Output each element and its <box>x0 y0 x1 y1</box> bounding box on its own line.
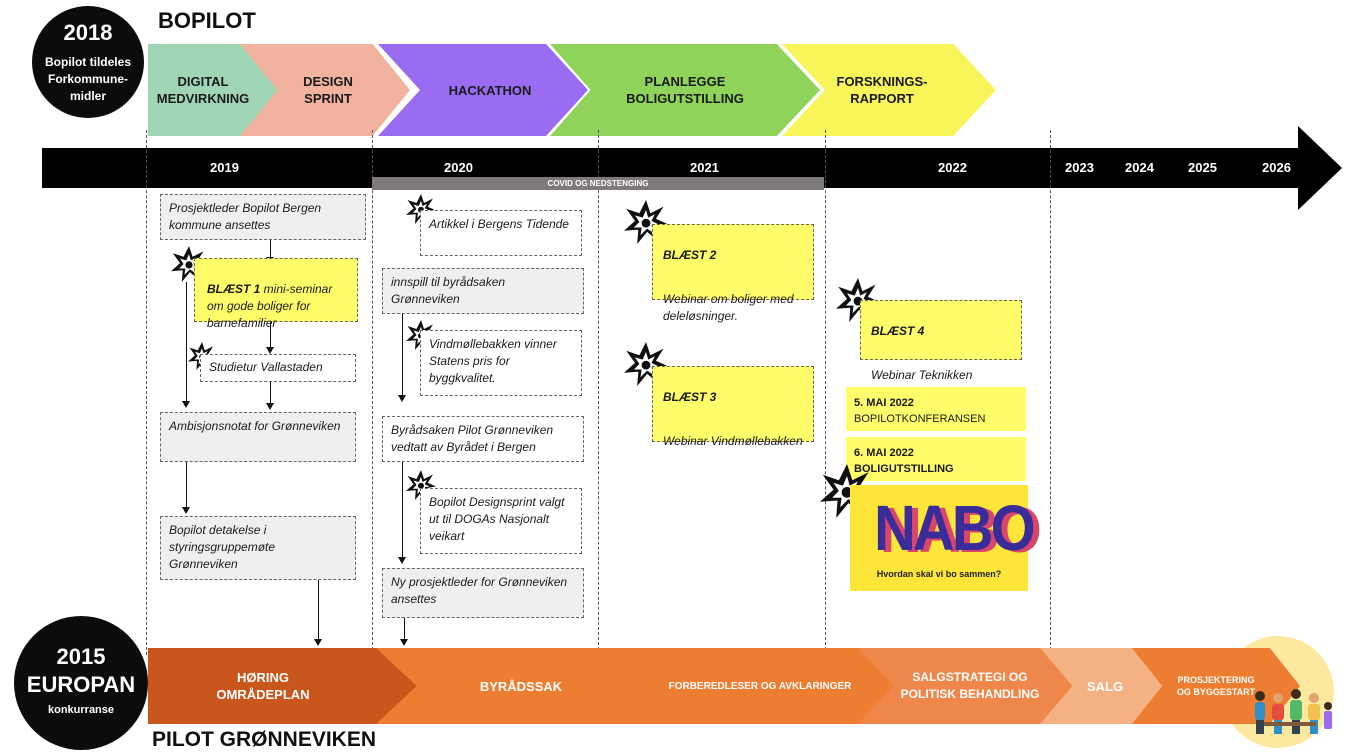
flow-arrow <box>182 282 190 408</box>
phase-label: SALG <box>1086 678 1124 694</box>
event-blaest-3: BLÆST 3 Webinar Vindmøllebakken <box>652 366 814 448</box>
pilot-gronneviken-title: PILOT GRØNNEVIKEN <box>152 728 377 751</box>
people-illustration-icon <box>1255 689 1332 734</box>
nabo-poster: NABO Hvordan skal vi bo sammen? <box>850 485 1036 591</box>
covid-label: COVID OG NEDSTENGING <box>547 179 649 188</box>
flow-arrow <box>398 462 406 564</box>
event-date: 5. MAI 2022 <box>854 397 914 409</box>
circle-text: Bopilot tildeles Forkommune-midler <box>44 55 131 103</box>
divider-2019 <box>146 130 147 655</box>
blast-text: Webinar Vindmøllebakken <box>663 434 803 448</box>
blast-title: BLÆST 3 <box>663 390 717 404</box>
flow-arrow <box>398 314 406 402</box>
event-blaest-1: BLÆST 1 mini-seminar om gode boliger for… <box>194 258 358 330</box>
circle-sub: konkurranse <box>47 704 115 716</box>
blast-text: Webinar Teknikken <box>871 368 973 382</box>
phase-label: DESIGN SPRINT <box>303 74 353 106</box>
event-bopilotkonferansen: 5. MAI 2022 BOPILOTKONFERANSEN <box>846 387 1026 431</box>
flow-arrow <box>314 580 322 646</box>
phase-label: FORSKNINGS- RAPPORT <box>836 74 928 106</box>
phase-label: HACKATHON <box>448 82 532 98</box>
year-label: 2025 <box>1188 160 1217 175</box>
event-artikkel-bt: Artikkel i Bergens Tidende <box>420 210 582 256</box>
event-byradsaken-vedtatt: Byrådsaken Pilot Grønneviken vedtatt av … <box>382 416 584 462</box>
event-vindmollebakken-pris: Vindmøllebakken vinner Statens pris for … <box>420 330 582 396</box>
phase-label: PROSJEKTERING OG BYGGESTART <box>1176 675 1256 697</box>
divider-2023 <box>1050 130 1051 655</box>
covid-band: COVID OG NEDSTENGING <box>372 177 824 190</box>
event-ny-prosjektleder: Ny prosjektleder for Grønneviken ansette… <box>382 568 584 618</box>
year-label: 2022 <box>938 160 967 175</box>
nabo-logo: NABO <box>874 492 1036 565</box>
divider-2020 <box>372 130 373 655</box>
event-blaest-4: BLÆST 4 Webinar Teknikken <box>860 300 1022 382</box>
phase-forberedelser: FORBEREDLESER OG AVKLARINGER <box>622 648 898 724</box>
event-innspill-byradsaken: innspill til byrådsaken Grønneviken <box>382 268 584 314</box>
event-studietur: Studietur Vallastaden <box>200 354 356 382</box>
circle-year: 2015 <box>56 644 106 669</box>
blast-title: BLÆST 1 <box>207 282 261 296</box>
timeline-arrowhead <box>1298 126 1342 210</box>
event-ambisjonsnotat: Ambisjonsnotat for Grønneviken <box>160 412 356 462</box>
year-label: 2021 <box>690 160 719 175</box>
nabo-tagline: Hvordan skal vi bo sammen? <box>876 569 1002 579</box>
phase-byradssak: BYRÅDSSAK <box>376 648 666 724</box>
blast-title: BLÆST 2 <box>663 248 717 262</box>
event-name: BOLIGUTSTILLING <box>854 463 954 475</box>
flow-arrow <box>266 382 274 410</box>
bopilot-title: BOPILOT <box>158 8 256 33</box>
flow-arrow <box>266 240 274 264</box>
year-label: 2023 <box>1065 160 1094 175</box>
phase-label: HØRING OMRÅDEPLAN <box>216 670 310 702</box>
flow-arrow <box>182 462 190 514</box>
year-label: 2019 <box>210 160 239 175</box>
divider-2021 <box>598 130 599 655</box>
phase-label: DIGITAL MEDVIRKNING <box>156 74 250 106</box>
year-label: 2020 <box>444 160 473 175</box>
event-dogas-veikart: Bopilot Designsprint valgt ut til DOGAs … <box>420 488 582 554</box>
flow-arrow <box>266 322 274 354</box>
blast-text: mini-seminar om gode boliger for barnefa… <box>207 282 333 330</box>
event-styringsgruppemote: Bopilot detakelse i styringsgruppemøte G… <box>160 516 356 580</box>
circle-title: EUROPAN <box>26 672 136 697</box>
year-label: 2024 <box>1125 160 1154 175</box>
event-boligutstilling: 6. MAI 2022 BOLIGUTSTILLING <box>846 437 1026 481</box>
phase-label: BYRÅDSSAK <box>479 678 563 694</box>
circle-year: 2018 <box>63 20 113 45</box>
event-prosjektleder-ansettes: Prosjektleder Bopilot Bergen kommune ans… <box>160 194 366 240</box>
divider-2022 <box>825 130 826 655</box>
phase-planlegge-boligutstilling: PLANLEGGE BOLIGUTSTILLING <box>550 44 820 136</box>
event-date: 6. MAI 2022 <box>854 447 914 459</box>
year-2015-circle: 2015 EUROPAN konkurranse <box>14 616 148 750</box>
blast-text: Webinar om boliger med deleløsninger. <box>663 292 794 323</box>
year-label: 2026 <box>1262 160 1291 175</box>
flow-arrow <box>400 618 408 646</box>
event-blaest-2: BLÆST 2 Webinar om boliger med deleløsni… <box>652 224 814 323</box>
phase-salgstrategi: SALGSTRATEGI OG POLITISK BEHANDLING <box>858 648 1082 724</box>
phase-label: SALGSTRATEGI OG POLITISK BEHANDLING <box>900 670 1040 701</box>
blast-title: BLÆST 4 <box>871 324 925 338</box>
year-2018-circle: 2018 Bopilot tildeles Forkommune-midler <box>32 6 144 118</box>
phase-label: PLANLEGGE BOLIGUTSTILLING <box>626 74 744 106</box>
phase-horing-omradeplan: HØRING OMRÅDEPLAN <box>148 648 418 724</box>
phase-label: FORBEREDLESER OG AVKLARINGER <box>668 680 852 692</box>
event-name: BOPILOTKONFERANSEN <box>854 413 986 425</box>
